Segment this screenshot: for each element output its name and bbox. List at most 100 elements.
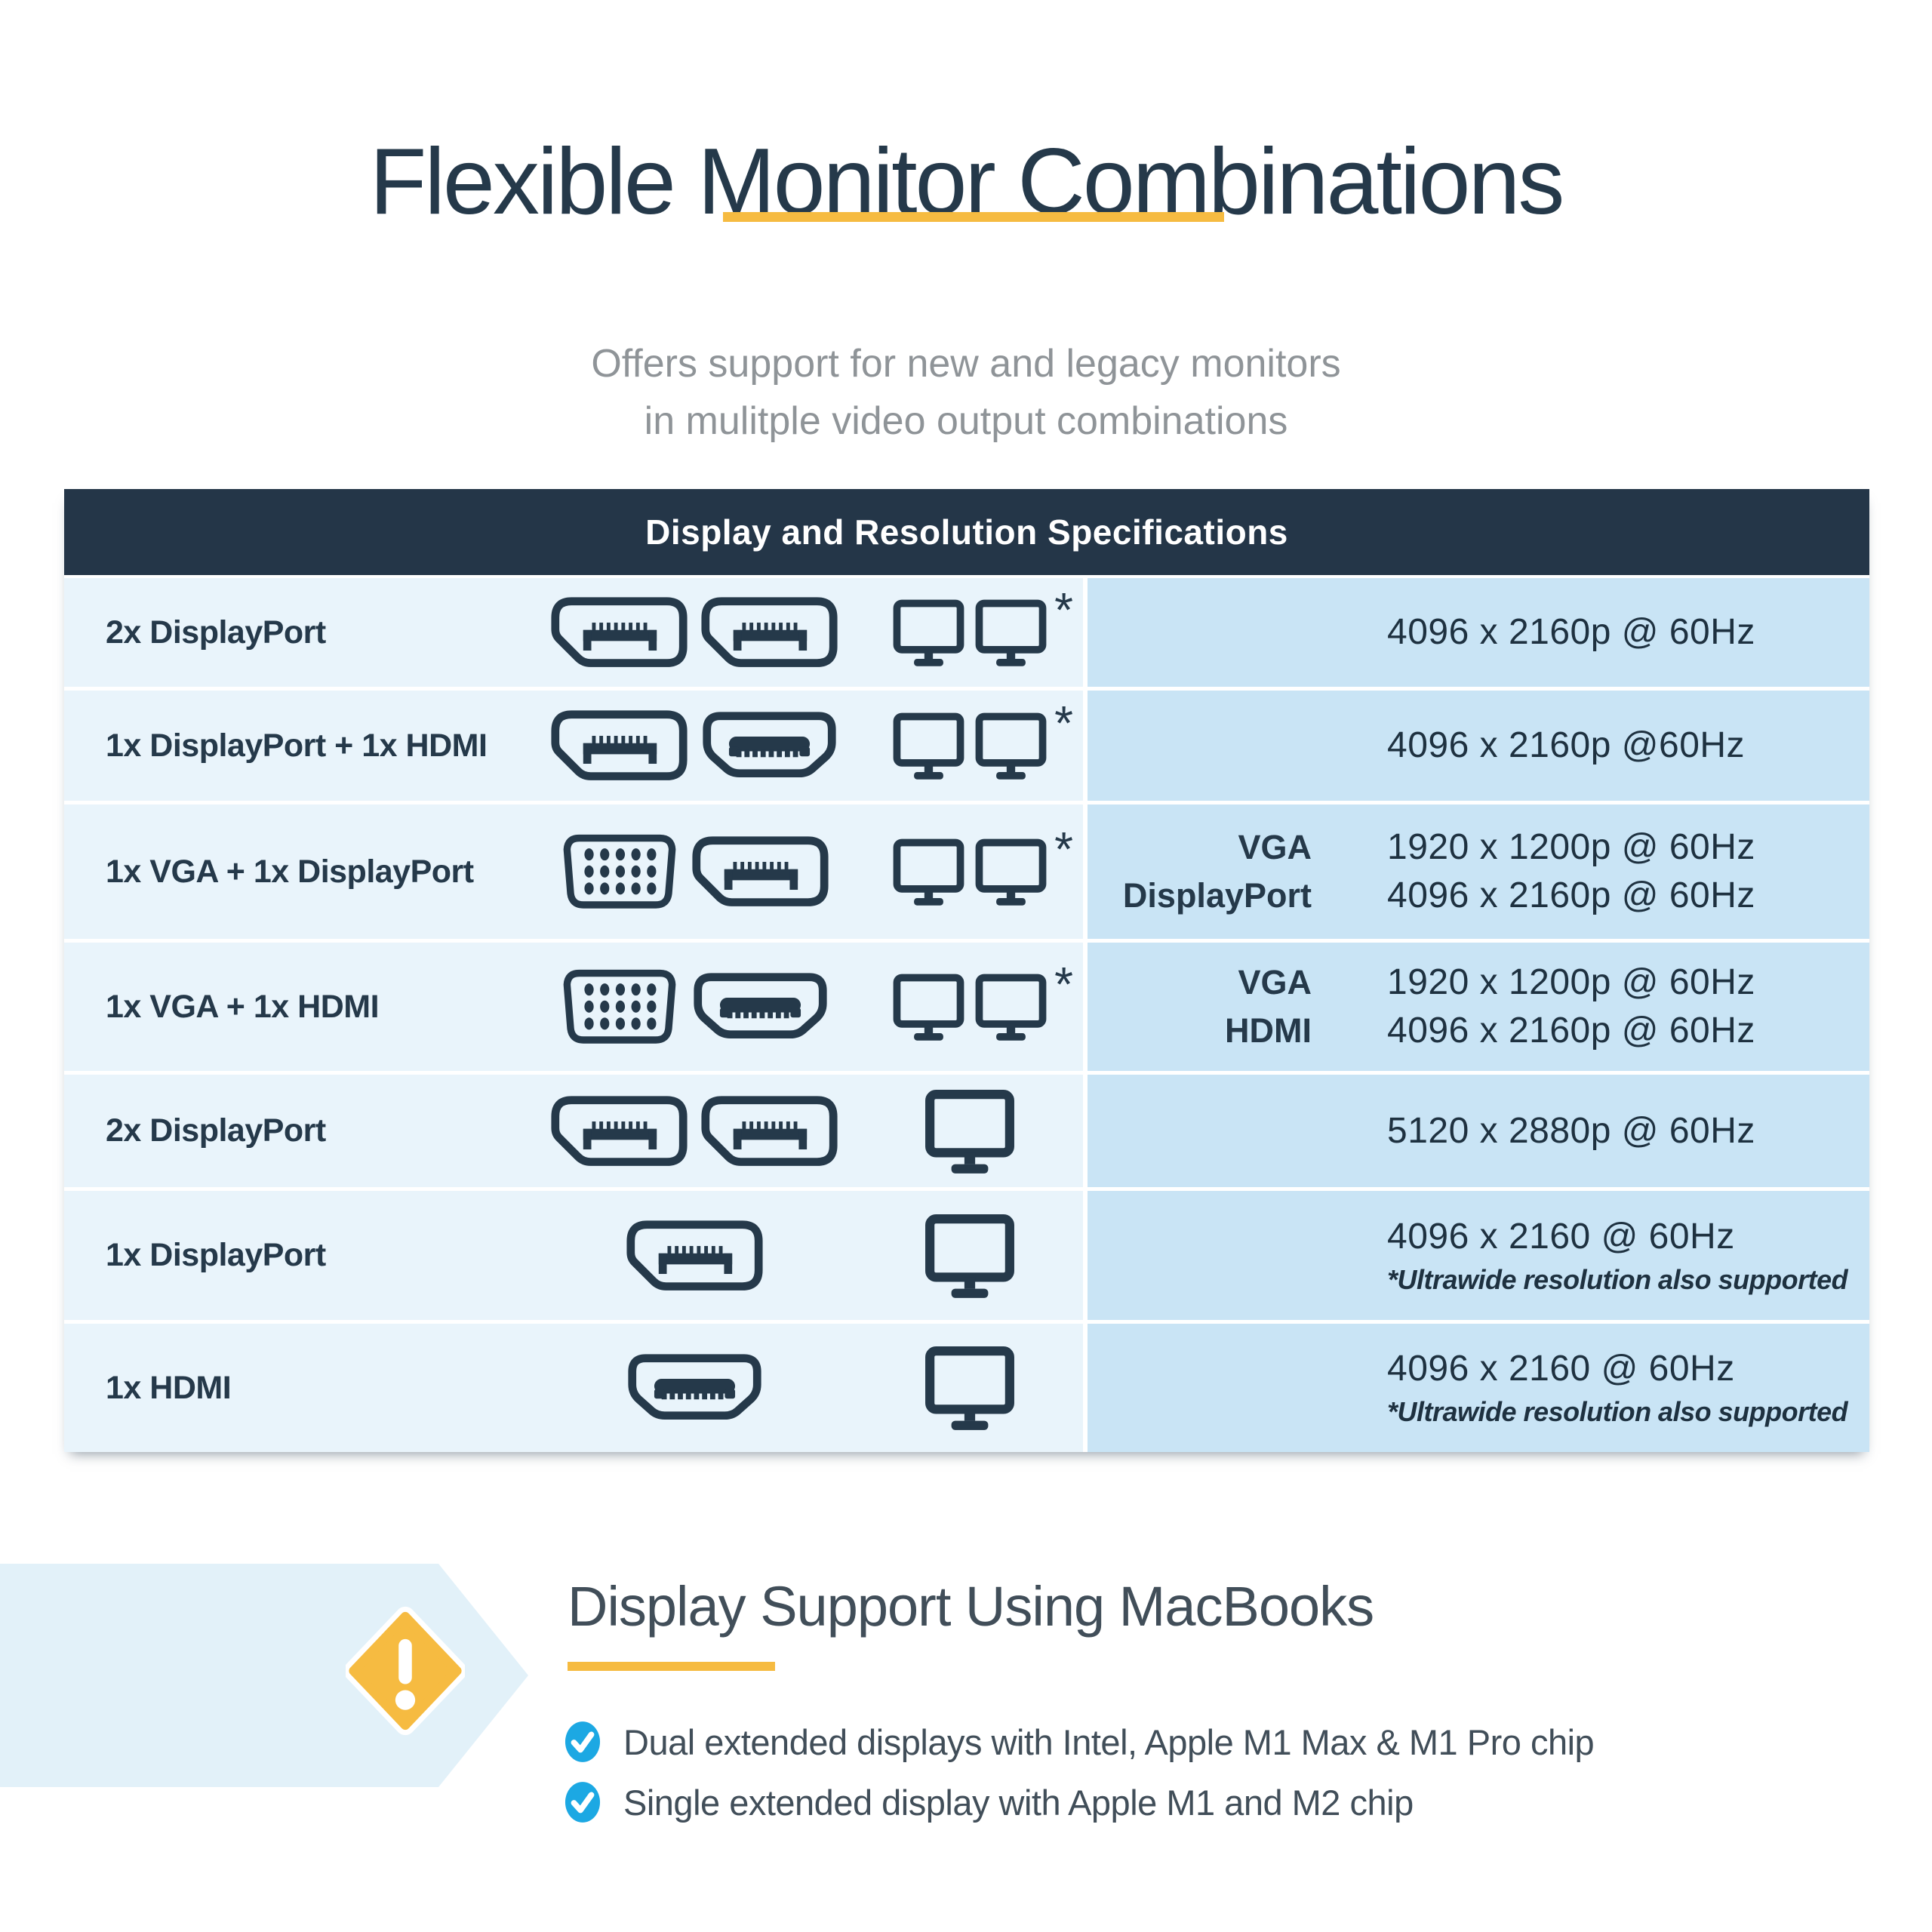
row-port-combination-label: 2x DisplayPort <box>106 614 326 651</box>
table-row: 1x VGA + 1x HDMI * VGA 1920 x 1200p @ 60… <box>64 939 1869 1071</box>
resolution-cell: VGA 1920 x 1200p @ 60Hz DisplayPort 4096… <box>1083 804 1869 939</box>
row-port-combination-label: 2x DisplayPort <box>106 1112 326 1149</box>
resolution-cell: 4096 x 2160p @60Hz <box>1083 691 1869 801</box>
monitor-group: * <box>892 583 1073 667</box>
vga-icon <box>563 835 675 909</box>
spec-line: 4096 x 2160p @60Hz <box>1088 721 1869 770</box>
monitor-group: * <box>892 822 1073 906</box>
spec-port-label: VGA <box>1238 828 1312 866</box>
monitor-icon <box>975 599 1047 666</box>
displayport-icon <box>701 1096 838 1166</box>
monitor-group: * <box>892 957 1073 1041</box>
monitor-group <box>924 1213 1016 1299</box>
resolution-cell: 4096 x 2160 @ 60Hz *Ultrawide resolution… <box>1083 1191 1869 1320</box>
spec-resolution-value: 4096 x 2160p @60Hz <box>1387 725 1746 765</box>
check-circle-icon <box>565 1782 601 1823</box>
spec-port-label: DisplayPort <box>1122 876 1312 915</box>
spec-line: VGA 1920 x 1200p @ 60Hz <box>1088 823 1869 872</box>
monitor-icon <box>893 599 964 666</box>
table-header: Display and Resolution Specifications <box>64 489 1869 575</box>
macbook-support-item: Dual extended displays with Intel, Apple… <box>565 1721 1595 1763</box>
row-port-combination-label: 1x HDMI <box>106 1369 232 1406</box>
macbook-support-item: Single extended display with Apple M1 an… <box>565 1781 1594 1823</box>
monitor-icon <box>893 974 964 1041</box>
table-row: 2x DisplayPort * 4096 x 2160p @ 60Hz <box>64 575 1869 687</box>
macbook-support-text: Single extended display with Apple M1 an… <box>623 1782 1414 1823</box>
spec-line: HDMI 4096 x 2160p @ 60Hz <box>1088 1007 1869 1055</box>
connector-icons <box>532 578 857 687</box>
hdmi-icon <box>627 1354 761 1420</box>
vga-icon <box>563 970 675 1044</box>
spec-resolution-value: 4096 x 2160p @ 60Hz <box>1387 875 1755 915</box>
connector-icons <box>532 804 857 939</box>
check-circle-icon <box>565 1721 601 1762</box>
spec-resolution-value: 4096 x 2160p @ 60Hz <box>1387 612 1755 652</box>
row-port-combination-label: 1x DisplayPort + 1x HDMI <box>106 727 488 764</box>
spec-ultrawide-note: *Ultrawide resolution also supported <box>1387 1396 1848 1427</box>
asterisk-marker: * <box>1054 956 1073 1011</box>
monitor-group: * <box>892 696 1073 780</box>
displayport-icon <box>701 597 838 668</box>
displayport-icon <box>691 836 829 907</box>
monitor-icons: * <box>857 943 1083 1071</box>
connector-icons <box>532 1075 857 1187</box>
displayport-icon <box>551 1096 688 1166</box>
monitor-icons: * <box>857 578 1083 687</box>
row-port-combination-label: 1x VGA + 1x HDMI <box>106 988 380 1025</box>
subtitle-line-2: in mulitple video output combinations <box>644 399 1288 443</box>
asterisk-marker: * <box>1054 821 1073 876</box>
spec-resolution-value: 5120 x 2880p @ 60Hz <box>1387 1110 1755 1151</box>
monitor-group <box>924 1088 1016 1174</box>
spec-ultrawide-note: *Ultrawide resolution also supported <box>1387 1263 1848 1295</box>
title-underline <box>723 212 1224 222</box>
hdmi-icon <box>703 712 836 778</box>
monitor-group <box>924 1345 1016 1431</box>
displayport-icon <box>626 1220 763 1291</box>
monitor-icon <box>975 838 1047 906</box>
spec-resolution-value: 1920 x 1200p @ 60Hz <box>1387 827 1755 867</box>
monitor-icon <box>975 974 1047 1041</box>
table-row: 1x DisplayPort + 1x HDMI * 4096 x 2160 <box>64 687 1869 801</box>
monitor-icons: * <box>857 691 1083 801</box>
hdmi-icon <box>693 973 827 1039</box>
monitor-icons <box>857 1075 1083 1187</box>
table-body: 2x DisplayPort * 4096 x 2160p @ 60Hz <box>64 575 1869 1452</box>
warning-diamond-icon <box>346 1606 465 1736</box>
monitor-icons: * <box>857 804 1083 939</box>
page-title: Flexible Monitor Combinations <box>369 130 1565 235</box>
monitor-icon <box>925 1346 1014 1430</box>
monitor-icon <box>893 838 964 906</box>
row-port-combination-label: 1x DisplayPort <box>106 1237 326 1273</box>
connector-icons <box>532 943 857 1071</box>
spec-line: 4096 x 2160 @ 60Hz <box>1088 1345 1869 1393</box>
monitor-icon <box>925 1214 1014 1298</box>
monitor-icon <box>893 712 964 780</box>
monitor-icon <box>925 1089 1014 1174</box>
spec-port-label: VGA <box>1238 963 1312 1001</box>
subtitle-line-1: Offers support for new and legacy monito… <box>591 342 1341 386</box>
table-row: 1x HDMI 4096 x 2160 @ 60Hz *Ultrawide re… <box>64 1320 1869 1452</box>
spec-resolution-value: 1920 x 1200p @ 60Hz <box>1387 962 1755 1002</box>
spec-port-label: HDMI <box>1225 1011 1312 1050</box>
spec-resolution-value: 4096 x 2160 @ 60Hz <box>1387 1349 1735 1389</box>
connector-icons <box>532 1191 857 1320</box>
row-port-combination-label: 1x VGA + 1x DisplayPort <box>106 853 474 890</box>
bullet-list: Dual extended displays with Intel, Apple… <box>565 1721 1595 1841</box>
footer-heading: Display Support Using MacBooks <box>568 1575 1374 1638</box>
footer-underline <box>568 1662 775 1671</box>
resolution-cell: 5120 x 2880p @ 60Hz <box>1083 1075 1869 1187</box>
spec-resolution-value: 4096 x 2160 @ 60Hz <box>1387 1216 1735 1257</box>
spec-line: 4096 x 2160 @ 60Hz <box>1088 1213 1869 1261</box>
spec-line: 5120 x 2880p @ 60Hz <box>1088 1107 1869 1155</box>
connector-icons <box>532 691 857 801</box>
monitor-icons <box>857 1191 1083 1320</box>
page-subtitle: Offers support for new and legacy monito… <box>0 335 1932 450</box>
monitor-icon <box>975 712 1047 780</box>
resolution-cell: 4096 x 2160 @ 60Hz *Ultrawide resolution… <box>1083 1324 1869 1452</box>
table-row: 1x DisplayPort 4096 x 2160 @ 60Hz *Ultra… <box>64 1187 1869 1320</box>
displayport-icon <box>551 710 688 781</box>
spec-table: Display and Resolution Specifications 2x… <box>64 489 1869 1452</box>
asterisk-marker: * <box>1054 582 1073 637</box>
displayport-icon <box>551 597 688 668</box>
